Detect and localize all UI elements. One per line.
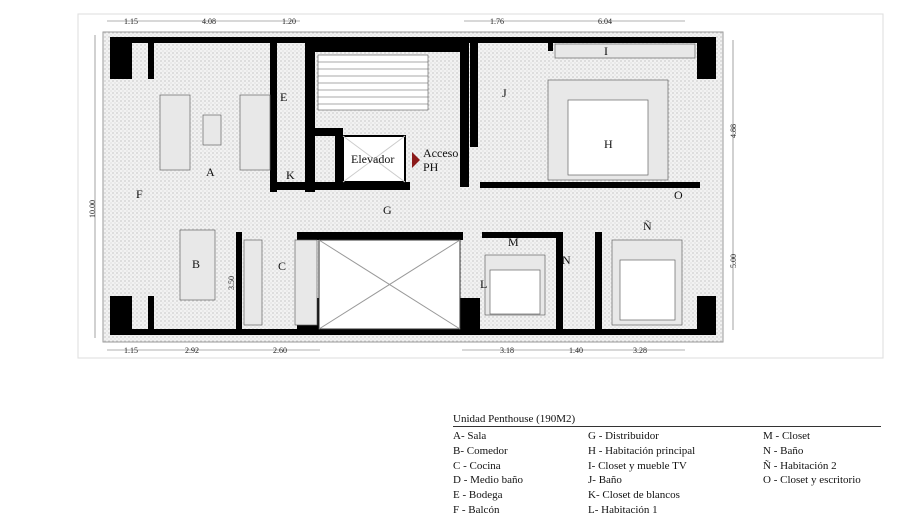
- legend-item: Ñ - Habitación 2: [763, 459, 837, 472]
- room-G: G: [383, 203, 392, 217]
- dim-bottom-5: 1.40: [569, 346, 583, 355]
- legend-item: D - Medio baño: [453, 474, 523, 487]
- dim-right-2: 5.00: [729, 254, 738, 268]
- room-M: M: [508, 235, 519, 249]
- furniture: [159, 43, 696, 326]
- legend-item: L- Habitación 1: [588, 503, 658, 516]
- access-label-1: Acceso: [423, 146, 458, 160]
- legend-col-3: M - Closet N - Baño Ñ - Habitación 2 O -…: [763, 429, 861, 518]
- dim-kitchen: 3.50: [227, 276, 236, 290]
- legend-item: N - Baño: [763, 444, 804, 457]
- dim-bottom-4: 3.18: [500, 346, 514, 355]
- legend-item: F - Balcón: [453, 503, 500, 516]
- dim-top-2: 4.08: [202, 17, 216, 26]
- stairs: [317, 54, 429, 111]
- room-F: F: [136, 187, 143, 201]
- legend-item: G - Distribuidor: [588, 430, 659, 442]
- access-arrow-icon: [412, 152, 420, 168]
- room-Ñ: Ñ: [643, 219, 652, 233]
- room-J: J: [502, 86, 507, 100]
- legend-col-2: G - Distribuidor H - Habitación principa…: [588, 429, 763, 518]
- legend-item: I- Closet y mueble TV: [588, 459, 687, 472]
- room-E: E: [280, 90, 287, 104]
- room-B: B: [192, 257, 200, 271]
- dim-bottom-1: 1.15: [124, 346, 138, 355]
- dim-bottom-3: 2.60: [273, 346, 287, 355]
- dim-bottom-2: 2.92: [185, 346, 199, 355]
- room-A: A: [206, 165, 215, 179]
- room-O: O: [674, 188, 683, 202]
- room-N: N: [562, 253, 571, 267]
- legend: Unidad Penthouse (190M2) A- Sala B- Come…: [453, 413, 881, 518]
- dim-right-1: 4.88: [729, 124, 738, 138]
- balcony-right: [706, 79, 716, 296]
- access-label-2: PH: [423, 160, 439, 174]
- legend-item: K- Closet de blancos: [588, 489, 680, 502]
- legend-item: J- Baño: [588, 474, 622, 487]
- legend-title: Unidad Penthouse (190M2): [453, 413, 881, 427]
- dim-top-4: 1.76: [490, 17, 504, 26]
- frame: [77, 13, 884, 359]
- legend-item: O - Closet y escritorio: [763, 474, 861, 487]
- room-L: L: [480, 277, 487, 291]
- room-H: H: [604, 137, 613, 151]
- dim-left: 10.00: [88, 200, 97, 218]
- room-K: K: [286, 168, 295, 182]
- dim-top-5: 6.04: [598, 17, 612, 26]
- legend-item: M - Closet: [763, 430, 811, 442]
- dim-bottom-6: 3.28: [633, 346, 647, 355]
- room-I: I: [604, 44, 608, 58]
- dimension-lines: [94, 20, 734, 351]
- dim-top-1: 1.15: [124, 17, 138, 26]
- elevator-label: Elevador: [351, 152, 394, 166]
- walls: [110, 37, 716, 335]
- legend-item: C - Cocina: [453, 459, 501, 472]
- legend-col-1: A- Sala B- Comedor C - Cocina D - Medio …: [453, 429, 588, 518]
- legend-item: E - Bodega: [453, 489, 503, 502]
- legend-item: A- Sala: [453, 430, 487, 442]
- dim-top-3: 1.20: [282, 17, 296, 26]
- legend-item: H - Habitación principal: [588, 444, 696, 457]
- legend-item: B- Comedor: [453, 444, 508, 457]
- balcony-left: [132, 43, 148, 329]
- room-C: C: [278, 259, 286, 273]
